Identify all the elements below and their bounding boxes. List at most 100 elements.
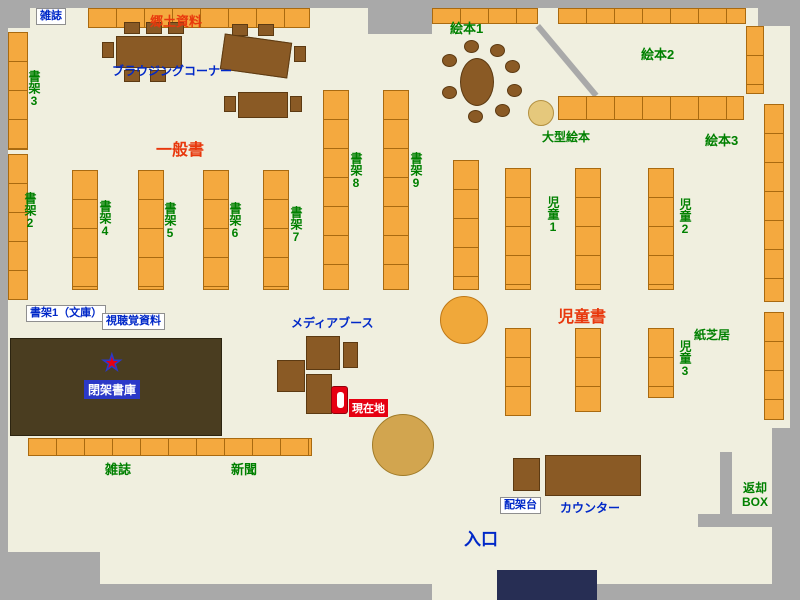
shelf-children-3b (575, 328, 601, 412)
stool (464, 40, 479, 53)
stool (505, 60, 520, 73)
picture-books-1-label: 絵本1 (450, 21, 484, 36)
shelf-7 (263, 170, 289, 290)
shelf-children-2 (648, 168, 674, 290)
shelf-4 (72, 170, 98, 290)
wall-right (790, 0, 800, 600)
picture-books-3-label: 絵本3 (705, 133, 739, 148)
storytime-table (460, 58, 494, 106)
star-icon: ★ (101, 350, 122, 375)
stool (507, 84, 522, 97)
return-box-label: 返却BOX (741, 481, 768, 509)
media-booth-table (277, 360, 305, 392)
wall-corner-topleft (0, 0, 30, 28)
wall-returnbox-horizontal (698, 514, 792, 527)
stool (490, 44, 505, 57)
audiovisual-label: 視聴覚資料 (102, 313, 165, 331)
chair (290, 96, 302, 112)
chair (124, 70, 140, 82)
shelf-4-label: 書架4 (98, 200, 112, 238)
children-2-label: 児童2 (678, 198, 692, 236)
magazines-bottom-label: 雑誌 (105, 462, 132, 477)
shelf-children-3c (648, 328, 674, 398)
wall-returnbox-vertical (720, 452, 732, 514)
shelf-9 (383, 90, 409, 290)
shelf-magazines-newspapers (28, 438, 312, 456)
entrance-mat (497, 570, 597, 600)
shelf-3-label: 書架3 (27, 70, 41, 108)
children-3-label: 児童3 (678, 340, 692, 378)
shelf-kamishibai-wall (764, 312, 784, 420)
shelf-8-label: 書架8 (349, 152, 363, 190)
local-materials-label: 郷土資料 (150, 14, 203, 29)
sorting-table (513, 458, 540, 491)
shelf-6-label: 書架6 (228, 202, 242, 240)
media-booth-table (306, 336, 340, 370)
shelf-center (453, 160, 479, 290)
shelf-children-3a (505, 328, 531, 416)
large-picture-books-stand (528, 100, 554, 126)
closed-stacks-label: 閉架書庫 (84, 380, 141, 399)
round-table-bottom (372, 414, 434, 476)
chair (146, 22, 162, 34)
media-booth-table (343, 342, 358, 368)
chair (224, 96, 236, 112)
chair (168, 22, 184, 34)
newspapers-label: 新聞 (231, 462, 258, 477)
shelf-picture-books-2-row (558, 96, 744, 120)
shelf-5-label: 書架5 (163, 202, 177, 240)
stool (495, 104, 510, 117)
shelf-7-label: 書架7 (289, 206, 303, 244)
chair (124, 22, 140, 34)
shelf-topright-vertical (746, 26, 764, 94)
shelf-picture-books-2-top (558, 8, 746, 24)
general-books-label: 一般書 (156, 142, 205, 159)
stool (468, 110, 483, 123)
wall-corner-bottomleft (0, 552, 100, 600)
sorting-table-label: 配架台 (500, 497, 541, 515)
media-booth-table (306, 374, 332, 414)
magazines-top-label: 雑誌 (36, 8, 66, 26)
chair (294, 46, 306, 62)
chair (150, 70, 166, 82)
shelf-picture-books-3-wall (764, 104, 784, 302)
picture-books-2-label: 絵本2 (641, 47, 675, 62)
shelf-6 (203, 170, 229, 290)
chair (102, 42, 114, 58)
current-location-marker (331, 386, 348, 414)
shelf-left-wall-mid (8, 154, 28, 300)
shelf-1-bunko-label: 書架1（文庫） (26, 305, 107, 323)
chair (258, 24, 274, 36)
shelf-local-materials (88, 8, 310, 28)
wall-left (0, 0, 8, 600)
browsing-table-3 (238, 92, 288, 118)
counter-desk (545, 455, 641, 496)
counter-label: カウンター (560, 501, 621, 515)
large-picture-books-label: 大型絵本 (542, 130, 591, 144)
round-display-table (440, 296, 488, 344)
shelf-9-label: 書架9 (409, 152, 423, 190)
browsing-table-1 (116, 36, 182, 68)
entrance-label: 入口 (464, 530, 498, 549)
wall-diagonal (535, 24, 599, 98)
wall-bottom-right (538, 584, 800, 600)
shelf-picture-books-1 (432, 8, 538, 24)
person-icon (337, 392, 344, 408)
shelf-left-wall-top (8, 32, 28, 150)
browsing-corner-label: ブラウジングコーナー (112, 64, 233, 78)
media-booth-label: メディアブース (291, 316, 374, 330)
pillar (368, 0, 432, 34)
shelf-children-1a (505, 168, 531, 290)
shelf-2-label: 書架2 (23, 192, 37, 230)
wall-bottom-left (8, 584, 432, 600)
children-books-label: 児童書 (558, 309, 607, 326)
kamishibai-label: 紙芝居 (694, 328, 731, 342)
stool (442, 54, 457, 67)
shelf-5 (138, 170, 164, 290)
stool (442, 86, 457, 99)
current-location-label: 現在地 (349, 399, 388, 417)
children-1-label: 児童1 (546, 196, 560, 234)
shelf-children-1b (575, 168, 601, 290)
wall-corner-topright (758, 0, 800, 26)
